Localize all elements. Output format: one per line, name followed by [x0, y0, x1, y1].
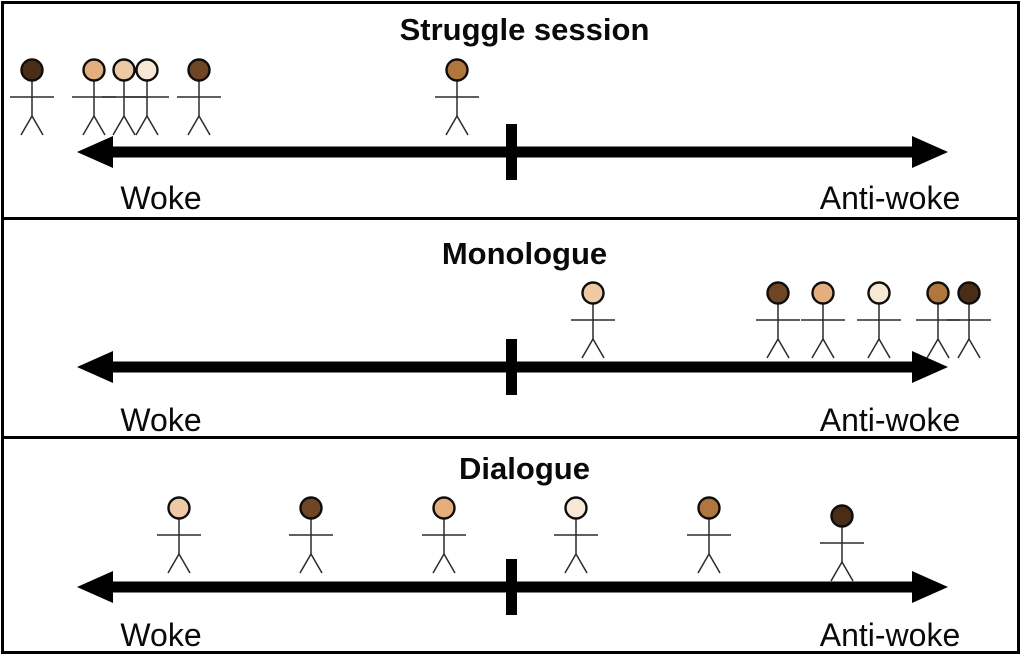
figure-head: [957, 281, 981, 305]
figure-head: [187, 58, 211, 82]
figure-head: [20, 58, 44, 82]
figure-leg-left: [766, 338, 779, 359]
figure-leg-left: [167, 553, 180, 574]
stick-figure-copper: [916, 281, 960, 359]
figure-leg-right: [592, 338, 605, 359]
figure-head: [167, 496, 191, 520]
stick-figure-light_tan: [102, 58, 146, 136]
figure-leg-right: [937, 338, 950, 359]
figure-head: [830, 504, 854, 528]
stick-figure-tan: [801, 281, 845, 359]
stick-figure-dark_brown: [10, 58, 54, 136]
figure-head: [299, 496, 323, 520]
stick-figure-cream: [857, 281, 901, 359]
figure-leg-left: [830, 561, 843, 582]
panel-title: Dialogue: [459, 451, 590, 486]
center-tick: [506, 559, 517, 615]
figure-leg-right: [178, 553, 191, 574]
figure-leg-right: [878, 338, 891, 359]
stick-figure-brown: [289, 496, 333, 574]
figure-head: [432, 496, 456, 520]
figure-head: [135, 58, 159, 82]
figure-leg-left: [697, 553, 710, 574]
figure-leg-right: [822, 338, 835, 359]
figure-leg-right: [708, 553, 721, 574]
stick-figure-light_tan: [157, 496, 201, 574]
figure-leg-right: [575, 553, 588, 574]
figure-head: [926, 281, 950, 305]
figure-leg-left: [82, 115, 95, 136]
figure-head: [766, 281, 790, 305]
figure-leg-right: [968, 338, 981, 359]
center-tick: [506, 339, 517, 395]
spectrum-canvas: [77, 281, 991, 395]
panel-dialogue: Dialogue Woke Anti-woke: [4, 439, 1017, 653]
axis-label-woke: Woke: [120, 180, 202, 216]
figure-leg-right: [443, 553, 456, 574]
arrowhead-left-icon: [77, 136, 113, 168]
stick-figure-light_tan: [571, 281, 615, 359]
stick-figure-dark_brown: [947, 281, 991, 359]
figure-leg-left: [112, 115, 125, 136]
figure-leg-right: [310, 553, 323, 574]
figure-leg-right: [841, 561, 854, 582]
figure-leg-left: [20, 115, 33, 136]
figure-leg-left: [432, 553, 445, 574]
stick-figure-brown: [756, 281, 800, 359]
stick-figure-tan: [72, 58, 116, 136]
figure-leg-left: [926, 338, 939, 359]
axis-label-anti-woke: Anti-woke: [819, 180, 961, 216]
figure-leg-right: [198, 115, 211, 136]
figure-head: [811, 281, 835, 305]
stick-figure-copper: [435, 58, 479, 136]
stick-figure-dark_brown: [820, 504, 864, 582]
figure-head: [867, 281, 891, 305]
stick-figure-cream: [125, 58, 169, 136]
axis-label-anti-woke: Anti-woke: [819, 402, 961, 438]
axis-label-woke: Woke: [120, 617, 202, 653]
figure-leg-left: [564, 553, 577, 574]
arrowhead-right-icon: [912, 351, 948, 383]
panel-title: Struggle session: [399, 12, 650, 47]
figure-head: [564, 496, 588, 520]
figure-leg-left: [867, 338, 880, 359]
figure-leg-right: [777, 338, 790, 359]
figure-leg-right: [123, 115, 136, 136]
figure-leg-left: [957, 338, 970, 359]
panel-monologue: Monologue Woke Anti-woke: [4, 220, 1017, 439]
figure-leg-left: [811, 338, 824, 359]
figure-head: [112, 58, 136, 82]
figure-head: [581, 281, 605, 305]
axis-label-woke: Woke: [120, 402, 202, 438]
arrowhead-left-icon: [77, 571, 113, 603]
spectrum-canvas: [10, 58, 948, 180]
stick-figure-cream: [554, 496, 598, 574]
figure-leg-right: [93, 115, 106, 136]
figure-head: [82, 58, 106, 82]
arrowhead-right-icon: [912, 571, 948, 603]
figure-leg-left: [187, 115, 200, 136]
axis-label-anti-woke: Anti-woke: [819, 617, 961, 653]
stick-figure-tan: [422, 496, 466, 574]
stick-figure-brown: [177, 58, 221, 136]
figure-head: [445, 58, 469, 82]
arrowhead-left-icon: [77, 351, 113, 383]
figure-leg-left: [299, 553, 312, 574]
spectrum-canvas: [77, 496, 948, 615]
diagram-border-box: Struggle session Woke Anti-woke Monologu…: [1, 1, 1020, 654]
panel-struggle-session: Struggle session Woke Anti-woke: [4, 4, 1017, 220]
figure-leg-left: [581, 338, 594, 359]
panel-title: Monologue: [441, 236, 608, 271]
figure-leg-right: [31, 115, 44, 136]
figure-leg-right: [146, 115, 159, 136]
figure-head: [697, 496, 721, 520]
figure-leg-right: [456, 115, 469, 136]
stick-figure-copper: [687, 496, 731, 574]
figure-leg-left: [135, 115, 148, 136]
center-tick: [506, 124, 517, 180]
figure-leg-left: [445, 115, 458, 136]
arrowhead-right-icon: [912, 136, 948, 168]
